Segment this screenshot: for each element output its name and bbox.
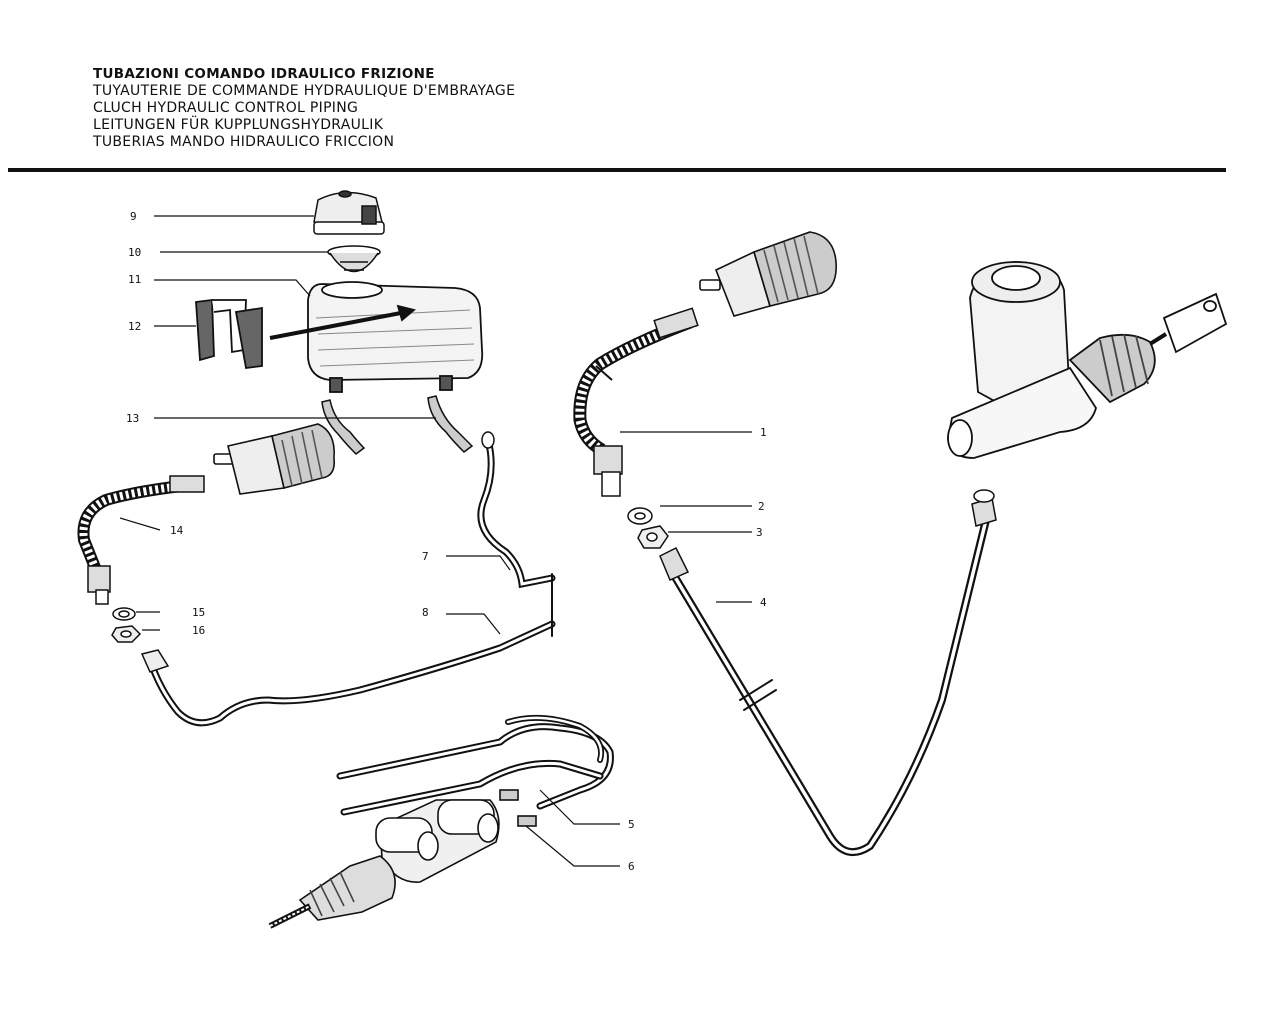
callout-2: 2	[758, 500, 765, 513]
title-block: TUBAZIONI COMANDO IDRAULICO FRIZIONE TUY…	[93, 66, 515, 151]
callout-11: 11	[128, 273, 141, 286]
reservoir-cap-part	[313, 190, 385, 235]
pipe-7-8	[140, 431, 556, 727]
title-spanish: TUBERIAS MANDO HIDRAULICO FRICCION	[93, 134, 395, 150]
callout-12: 12	[128, 320, 141, 333]
bracket-part	[195, 298, 416, 369]
washer-nut-15-16	[111, 607, 142, 643]
title-german: LEITUNGEN FÜR KUPPLUNGSHYDRAULIK	[93, 117, 384, 133]
slave-cylinder-right	[699, 231, 837, 317]
filter-part	[327, 245, 381, 273]
washer-nut-2-3	[627, 507, 669, 549]
title-italian: TUBAZIONI COMANDO IDRAULICO FRIZIONE	[93, 66, 435, 82]
callout-16: 16	[192, 624, 205, 637]
hose-part	[321, 395, 474, 455]
callout-1: 1	[760, 426, 767, 439]
bottom-pipe-assembly	[336, 714, 614, 816]
callout-5: 5	[628, 818, 635, 831]
callout-13: 13	[126, 412, 139, 425]
callout-labels: 9 10 11 12 13 14 15 16 7 8 1 2 3 4 5 6	[126, 210, 767, 873]
callout-15: 15	[192, 606, 205, 619]
rigid-pipe-4	[659, 489, 997, 857]
reservoir-part	[307, 281, 484, 393]
callout-3: 3	[756, 526, 763, 539]
bottom-slave-cylinder	[268, 789, 537, 929]
title-english: CLUCH HYDRAULIC CONTROL PIPING	[93, 100, 359, 116]
master-cylinder	[947, 261, 1228, 459]
braided-hose-14	[77, 475, 205, 605]
braided-hose-1	[573, 307, 699, 497]
callout-14: 14	[170, 524, 184, 537]
callout-8: 8	[422, 606, 429, 619]
callout-10: 10	[128, 246, 141, 259]
leader-lines	[119, 215, 752, 867]
callout-6: 6	[628, 860, 635, 873]
slave-cylinder-left	[213, 423, 336, 495]
callout-7: 7	[422, 550, 429, 563]
title-french: TUYAUTERIE DE COMMANDE HYDRAULIQUE D'EMB…	[93, 83, 516, 99]
callout-9: 9	[130, 210, 137, 223]
callout-4: 4	[760, 596, 767, 609]
